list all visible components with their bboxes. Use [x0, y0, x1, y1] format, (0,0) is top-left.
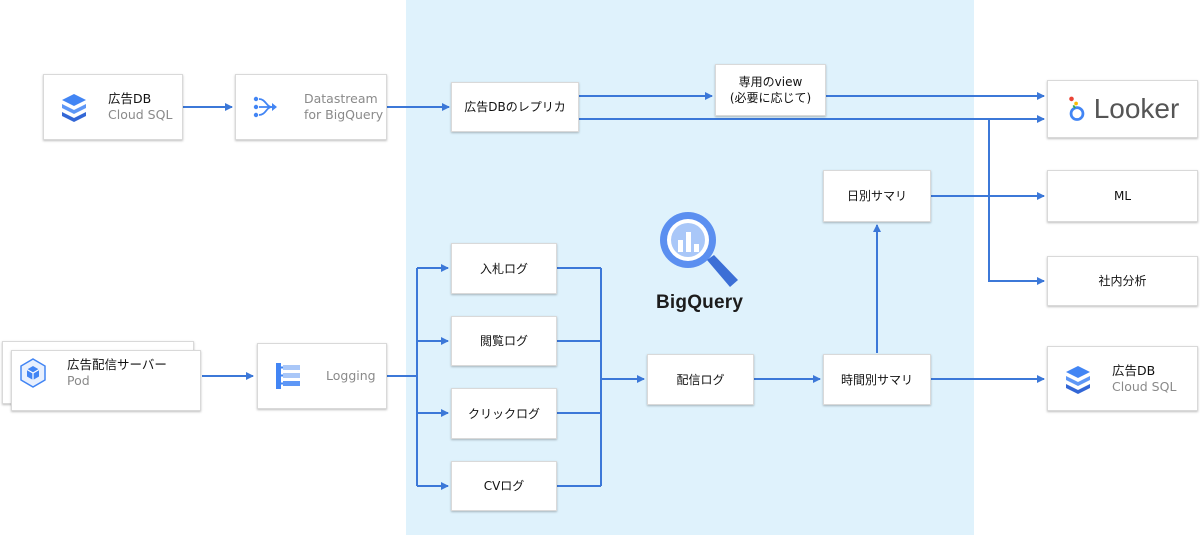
node-subtitle: for BigQuery: [304, 107, 384, 122]
node-subtitle: Pod: [67, 372, 90, 388]
node-replica[interactable]: 広告DBのレプリカ: [451, 82, 579, 132]
bigquery-logo-icon: [660, 212, 738, 287]
node-bid-log[interactable]: 入札ログ: [451, 243, 557, 294]
node-daily-summary[interactable]: 日別サマリ: [823, 170, 931, 222]
kubernetes-pod-icon: [20, 357, 46, 388]
node-label-line2: (必要に応じて): [729, 91, 812, 105]
bigquery-label: BigQuery: [656, 292, 744, 313]
node-title: Datastream: [304, 91, 378, 106]
datastream-icon: [253, 96, 277, 118]
edge-branch-to-ml: [988, 119, 1045, 200]
node-ml[interactable]: ML: [1047, 170, 1198, 222]
node-dedicated-view[interactable]: 専用のview (必要に応じて): [715, 64, 826, 116]
looker-label: Looker: [1093, 93, 1180, 124]
node-cv-log[interactable]: CVログ: [451, 461, 557, 511]
node-internal-analysis[interactable]: 社内分析: [1047, 256, 1198, 306]
looker-icon: [1068, 96, 1085, 121]
node-label: 配信ログ: [676, 372, 725, 387]
node-view-log[interactable]: 閲覧ログ: [451, 316, 557, 366]
node-ad-server[interactable]: 広告配信サーバー Pod: [2, 341, 201, 411]
cloud-sql-icon: [1066, 365, 1090, 394]
node-hourly-summary[interactable]: 時間別サマリ: [823, 354, 931, 405]
node-logging[interactable]: Logging: [257, 343, 387, 409]
node-label: 閲覧ログ: [479, 334, 528, 348]
node-ad-db-target[interactable]: 広告DB Cloud SQL: [1047, 346, 1198, 411]
node-click-log[interactable]: クリックログ: [451, 388, 557, 439]
node-datastream[interactable]: Datastream for BigQuery: [235, 74, 387, 140]
node-label: CVログ: [483, 479, 525, 493]
node-label: Logging: [326, 368, 376, 383]
cloud-sql-icon: [62, 94, 86, 122]
node-label-line1: 専用のview: [738, 75, 803, 89]
node-delivery-log[interactable]: 配信ログ: [647, 354, 754, 405]
node-label: 広告DBのレプリカ: [464, 100, 566, 114]
node-label: ML: [1113, 189, 1132, 203]
node-label: 日別サマリ: [846, 189, 907, 203]
node-ad-db-source[interactable]: 広告DB Cloud SQL: [43, 74, 183, 140]
node-label: 時間別サマリ: [840, 372, 913, 387]
edge-branch-to-analysis: [988, 196, 1045, 285]
node-title: 広告配信サーバー: [67, 356, 167, 372]
node-label: クリックログ: [467, 406, 540, 421]
node-title: 広告DB: [108, 91, 152, 106]
node-subtitle: Cloud SQL: [108, 107, 173, 122]
node-title: 広告DB: [1112, 362, 1156, 378]
node-label: 入札ログ: [479, 261, 528, 276]
logging-icon: [276, 363, 300, 389]
node-label: 社内分析: [1098, 274, 1147, 288]
node-subtitle: Cloud SQL: [1112, 378, 1177, 394]
node-looker[interactable]: Looker: [1047, 80, 1198, 138]
